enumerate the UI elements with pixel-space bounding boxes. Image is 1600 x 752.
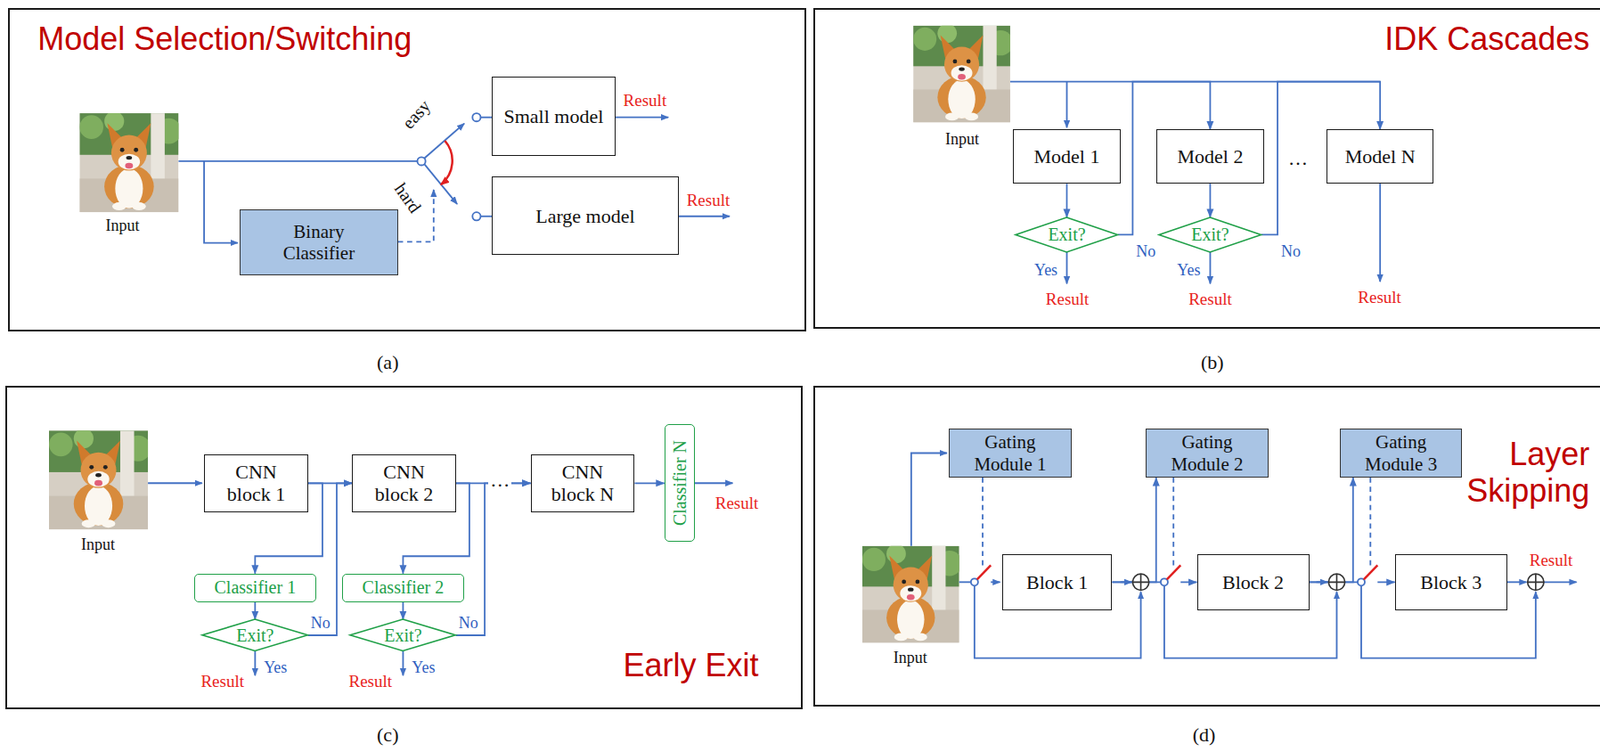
process-box: Model 1 xyxy=(1012,129,1120,184)
module-box: Gating Module 1 xyxy=(948,428,1071,478)
result-label: Result xyxy=(1529,550,1574,570)
box-label: Gating Module 1 xyxy=(970,431,1051,474)
box-label: Gating Module 3 xyxy=(1361,431,1442,474)
box-label: Small model xyxy=(503,105,604,128)
panel-title: IDK Cascades xyxy=(815,20,1590,58)
box-label: CNN block 1 xyxy=(220,460,292,507)
box-label: Block 2 xyxy=(1222,571,1284,594)
ellipsis-mark: … xyxy=(1285,146,1311,169)
box-label: Binary Classifier xyxy=(277,220,360,264)
result-label: Result xyxy=(1188,289,1233,309)
result-label: Result xyxy=(349,672,393,692)
box-label: Classifier N xyxy=(670,440,689,526)
branch-label: Yes xyxy=(411,659,435,678)
diamond-outline xyxy=(1015,217,1119,253)
module-box: Gating Module 2 xyxy=(1145,428,1268,478)
diamond-outline xyxy=(350,619,456,652)
result-label: Result xyxy=(715,493,760,513)
box-label: Classifier 2 xyxy=(362,577,445,598)
process-box: Model N xyxy=(1326,129,1434,184)
diamond-outline xyxy=(1159,217,1262,253)
flow-arrow xyxy=(253,602,256,620)
input-label: Input xyxy=(945,130,980,149)
edge-label: No xyxy=(309,614,333,633)
edge-label: … xyxy=(488,469,512,491)
input-photo xyxy=(913,23,1013,123)
edge-label: No xyxy=(457,614,481,633)
input-photo xyxy=(79,111,181,213)
classifier-box: Classifier N xyxy=(664,424,695,542)
branch-label: Yes xyxy=(1176,261,1200,280)
panel-caption: (d) xyxy=(1192,724,1217,746)
box-label: CNN block 2 xyxy=(368,460,441,507)
panel-frame: Early ExitCNN block 1CNN block 2CNN bloc… xyxy=(5,385,804,710)
box-label: Gating Module 2 xyxy=(1167,431,1248,474)
decision-label: Exit? xyxy=(236,626,274,645)
flow-arrow xyxy=(1309,477,1354,582)
flow-arrow xyxy=(1209,183,1212,218)
box-label: Model 1 xyxy=(1034,145,1101,168)
result-label: Result xyxy=(686,190,731,210)
decision-label: Exit? xyxy=(1047,225,1086,244)
result-label: Result xyxy=(623,91,668,111)
panel-caption: (b) xyxy=(1200,351,1225,374)
input-label: Input xyxy=(893,649,928,668)
flow-arrow xyxy=(634,481,664,484)
flow-arrow xyxy=(1309,581,1396,584)
result-label: Result xyxy=(200,672,245,692)
flow-arrow xyxy=(456,482,531,636)
process-box: Block 3 xyxy=(1395,554,1508,611)
box-label: Model N xyxy=(1345,145,1416,168)
diamond-outline xyxy=(202,619,308,652)
process-box: Large model xyxy=(491,176,679,255)
branch-label: Yes xyxy=(1034,261,1058,280)
panel-title: Model Selection/Switching xyxy=(37,20,805,58)
panel-b-wires xyxy=(1010,81,1380,285)
edge-label: No xyxy=(1134,243,1158,262)
panel-caption: (c) xyxy=(376,724,399,746)
box-label: Large model xyxy=(535,204,635,228)
result-label: Result xyxy=(1045,289,1090,309)
switch-label: easy xyxy=(398,96,434,133)
panel-frame: IDK CascadesModel 1 Model 2 Model N Exit? Ex… xyxy=(813,8,1600,329)
decision-diamond: Exit? xyxy=(350,619,456,652)
input-photo xyxy=(862,543,963,643)
panel-caption: (a) xyxy=(376,351,399,374)
process-box: Model 2 xyxy=(1156,129,1265,184)
flow-arrow xyxy=(308,482,353,636)
process-box: CNN block 2 xyxy=(351,454,457,513)
input-photo xyxy=(48,428,151,530)
box-label: Block 1 xyxy=(1026,571,1088,594)
edge-label: No xyxy=(1279,243,1303,262)
flow-arrow xyxy=(402,602,405,620)
process-box: Small model xyxy=(491,76,616,156)
process-box: CNN block N xyxy=(530,454,636,513)
module-box: Gating Module 3 xyxy=(1339,428,1462,478)
box-label: Classifier 1 xyxy=(214,577,297,598)
box-label: Block 3 xyxy=(1420,571,1482,594)
process-box: Block 2 xyxy=(1197,554,1310,611)
box-label: CNN block N xyxy=(546,460,619,507)
branch-label: Yes xyxy=(263,659,287,678)
module-box: Binary Classifier xyxy=(239,209,399,276)
flow-arrow xyxy=(1111,477,1156,582)
decision-diamond: Exit? xyxy=(1159,217,1262,253)
process-box: Block 1 xyxy=(1002,554,1113,611)
panel-title: Layer Skipping xyxy=(1437,435,1590,510)
box-label: Model 2 xyxy=(1176,145,1243,168)
decision-label: Exit? xyxy=(1191,225,1229,244)
process-box: CNN block 1 xyxy=(204,454,309,513)
input-label: Input xyxy=(81,536,115,555)
classifier-box: Classifier 2 xyxy=(342,573,465,603)
result-label: Result xyxy=(1357,288,1402,308)
flow-arrow xyxy=(1066,183,1069,218)
classifier-box: Classifier 1 xyxy=(194,573,317,603)
decision-label: Exit? xyxy=(383,626,422,645)
flow-arrow xyxy=(1111,581,1197,584)
decision-diamond: Exit? xyxy=(1015,217,1119,253)
decision-diamond: Exit? xyxy=(202,619,308,652)
panel-frame: Model Selection/SwitchingSmall modelLarg… xyxy=(8,8,807,332)
panel-frame: Layer Skipping Gating Module 1 Gating Modu… xyxy=(813,385,1600,707)
input-label: Input xyxy=(105,217,139,236)
